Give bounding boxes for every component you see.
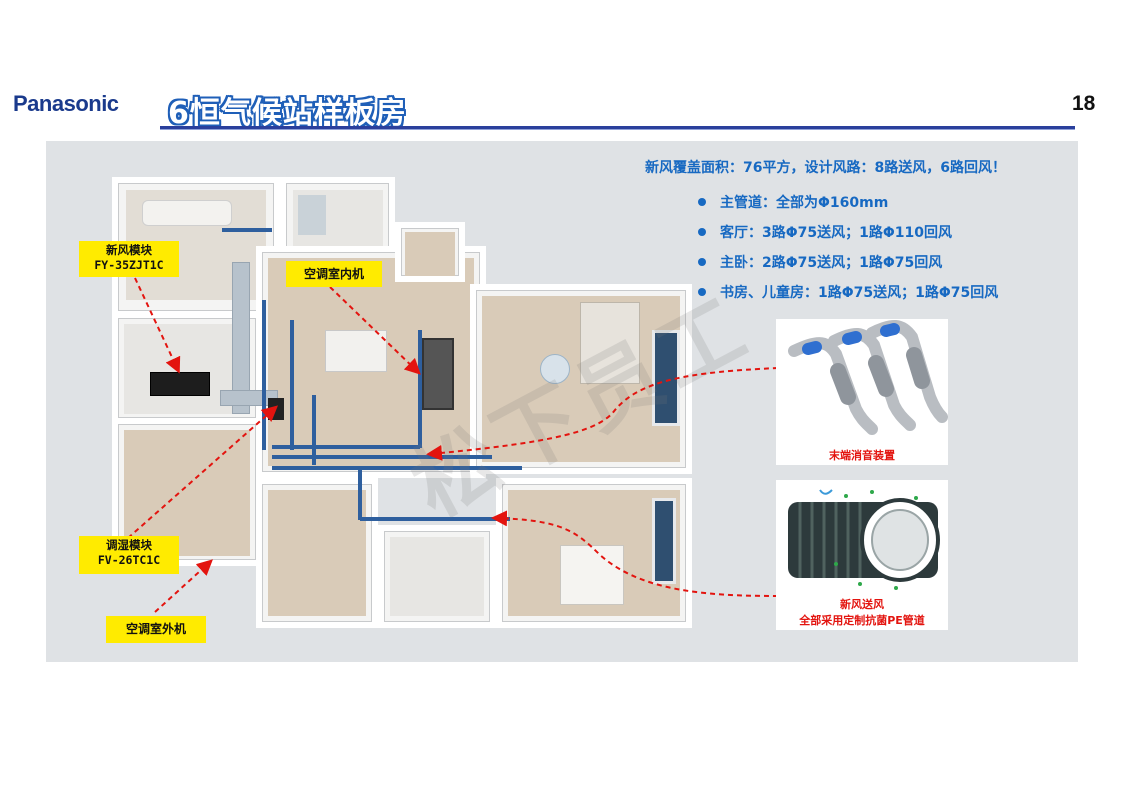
main-duct-vertical [232, 262, 250, 414]
arrow-humidity [127, 405, 278, 539]
title-rule-shadow [160, 129, 1075, 130]
callout-outdoor-unit: 空调室外机 [106, 616, 206, 643]
bullet-dot [698, 288, 706, 296]
info-bullet: 主卧：2路Φ75送风；1路Φ75回风 [698, 252, 942, 272]
bed [142, 200, 232, 226]
silencer-photo-card: 末端消音装置 [776, 319, 948, 465]
bathroom-bottom-floor [390, 537, 484, 616]
bullet-dot [698, 258, 706, 266]
study-floor [124, 430, 250, 556]
master-window [652, 498, 676, 584]
shower-box [298, 195, 326, 235]
pe-pipe-image [788, 489, 940, 590]
indoor-ac-unit [422, 338, 454, 410]
silencer-caption: 末端消音装置 [829, 449, 895, 462]
silencer-image [788, 320, 948, 435]
info-bullet: 主管道：全部为Φ160mm [698, 192, 888, 212]
arrow-fresh-air [134, 277, 181, 374]
callout-humidity-module: 调湿模块 FV-26TC1C [79, 536, 179, 574]
pipe [360, 517, 510, 521]
callout-indoor-unit: 空调室内机 [286, 261, 382, 287]
pipe [358, 466, 362, 520]
info-bullet-text: 书房、儿童房：1路Φ75送风；1路Φ75回风 [720, 285, 999, 301]
dining-table [325, 330, 387, 372]
pipe [272, 445, 420, 449]
pe-pipe-caption-line1: 新风送风 [840, 598, 884, 611]
callout-fresh-air-title: 新风模块 [106, 243, 152, 257]
pipe [290, 320, 294, 450]
pe-pipe-caption-line2: 全部采用定制抗菌PE管道 [799, 614, 925, 627]
info-bullet-text: 客厅：3路Φ75送风；1路Φ110回风 [720, 225, 952, 241]
arrow-indoor-unit [329, 286, 421, 375]
coffee-table [540, 354, 570, 384]
entry-floor [405, 232, 455, 276]
pipe [262, 300, 266, 450]
callout-fresh-air-model: FY-35ZJT1C [94, 258, 164, 272]
info-bullet: 客厅：3路Φ75送风；1路Φ110回风 [698, 222, 952, 242]
bullet-dot [698, 198, 706, 206]
callout-humidity-model: FV-26TC1C [97, 553, 161, 567]
pipe [272, 455, 492, 459]
pe-pipe-photo-card: 新风送风 全部采用定制抗菌PE管道 [776, 480, 948, 630]
pipe [418, 330, 422, 448]
callout-fresh-air-module: 新风模块 FY-35ZJT1C [79, 241, 179, 277]
info-bullet-text: 主卧：2路Φ75送风；1路Φ75回风 [720, 255, 943, 271]
pipe [312, 395, 316, 465]
info-bullet: 书房、儿童房：1路Φ75送风；1路Φ75回风 [698, 282, 998, 302]
arrow-silencer [426, 367, 779, 461]
bullet-dot [698, 228, 706, 236]
pipe [222, 228, 272, 232]
info-bullet-text: 主管道：全部为Φ160mm [720, 195, 889, 211]
arrow-pe-pipe [491, 510, 779, 597]
master-bed [560, 545, 624, 605]
arrow-outdoor [154, 559, 213, 613]
kids-floor [268, 490, 366, 616]
page-number: 18 [1072, 92, 1096, 115]
panasonic-logo: Panasonic [13, 91, 119, 116]
page-title: 6恒气候站样板房 [168, 96, 407, 131]
title-rule [160, 126, 1075, 129]
pipe [272, 466, 522, 470]
callout-humidity-title: 调湿模块 [106, 538, 152, 552]
sofa [580, 302, 640, 384]
info-headline: 新风覆盖面积：76平方，设计风路：8路送风，6路回风！ [645, 160, 1006, 176]
